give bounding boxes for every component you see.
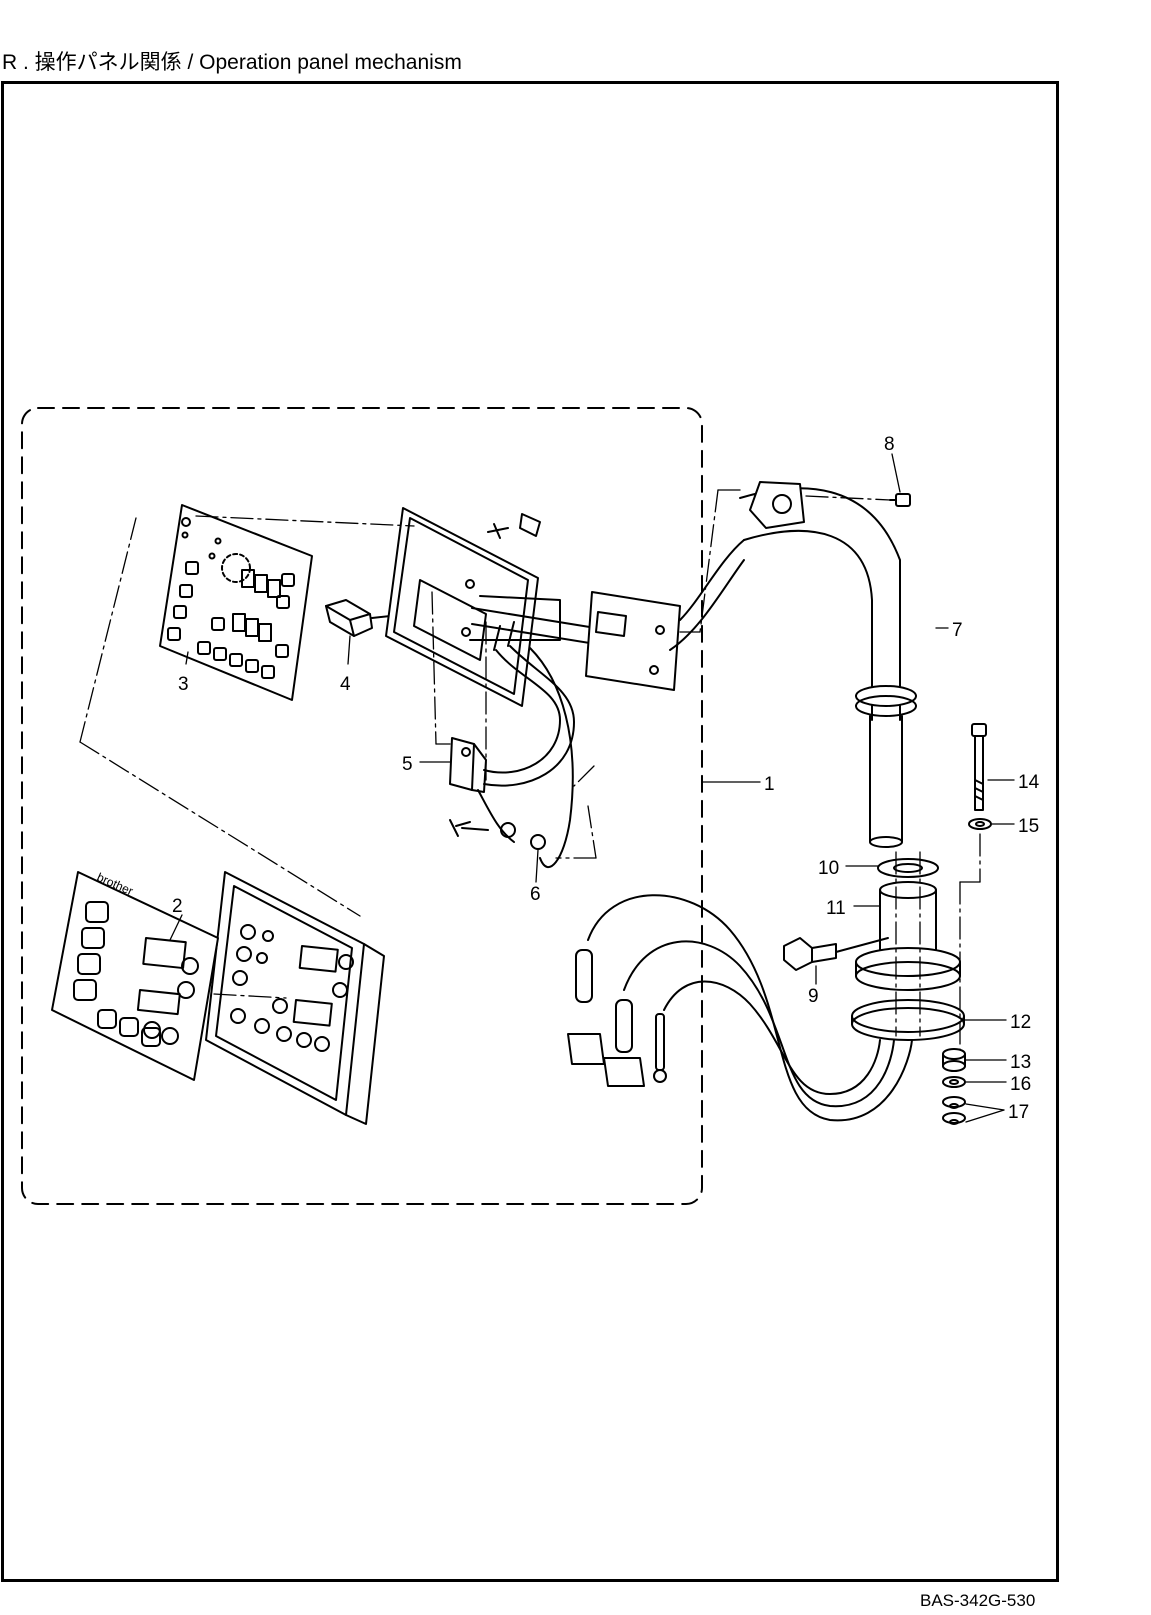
arm-pipe-part-7 <box>669 481 917 848</box>
collar-part-11 <box>855 881 961 991</box>
earth-wire-part-6 <box>449 647 574 869</box>
cable-harness <box>567 894 913 1122</box>
callout-12: 12 <box>1010 1012 1031 1033</box>
callout-15: 15 <box>1018 816 1039 837</box>
callout-16: 16 <box>1010 1074 1031 1095</box>
callout-7: 7 <box>952 620 963 641</box>
bolt-part-14 <box>971 723 987 811</box>
screw-part-8 <box>889 493 911 507</box>
mounting-bracket <box>585 591 681 691</box>
callout-17: 17 <box>1008 1102 1029 1123</box>
base-plate-part-12 <box>851 999 965 1041</box>
page-title: R . 操作パネル関係 / Operation panel mechanism <box>2 51 462 74</box>
operation-sheet <box>51 871 219 1081</box>
connector-part-5 <box>449 621 575 843</box>
document-code: BAS-342G-530 <box>920 1591 1036 1610</box>
callout-2: 2 <box>172 896 183 917</box>
callout-9: 9 <box>808 986 819 1007</box>
leader-lines <box>169 453 1015 1123</box>
callout-8: 8 <box>884 434 895 455</box>
nuts-part-17 <box>942 1096 966 1125</box>
assembly-group-boundary <box>21 407 703 1205</box>
callout-3: 3 <box>178 674 189 695</box>
washer-part-15 <box>968 818 992 830</box>
callout-1: 1 <box>764 774 775 795</box>
front-cover-part-2 <box>205 871 385 1125</box>
washer-part-16 <box>942 1076 966 1088</box>
callout-10: 10 <box>818 858 839 879</box>
callout-14: 14 <box>1018 772 1040 793</box>
callout-11: 11 <box>826 898 846 919</box>
washer-part-10 <box>877 858 939 878</box>
circuit-board-part-3 <box>159 504 313 701</box>
callout-4: 4 <box>340 674 351 695</box>
set-screw-part-9 <box>783 937 889 971</box>
callout-6: 6 <box>530 884 541 905</box>
callout-13: 13 <box>1010 1052 1031 1073</box>
diagram-frame <box>1 81 1059 1582</box>
callout-numbers: 1 2 3 4 5 6 7 8 9 10 11 12 13 14 15 16 1… <box>172 434 1040 1123</box>
spacer-part-13 <box>942 1048 966 1072</box>
callout-5: 5 <box>402 754 413 775</box>
assembly-guide-lines <box>79 489 981 1051</box>
